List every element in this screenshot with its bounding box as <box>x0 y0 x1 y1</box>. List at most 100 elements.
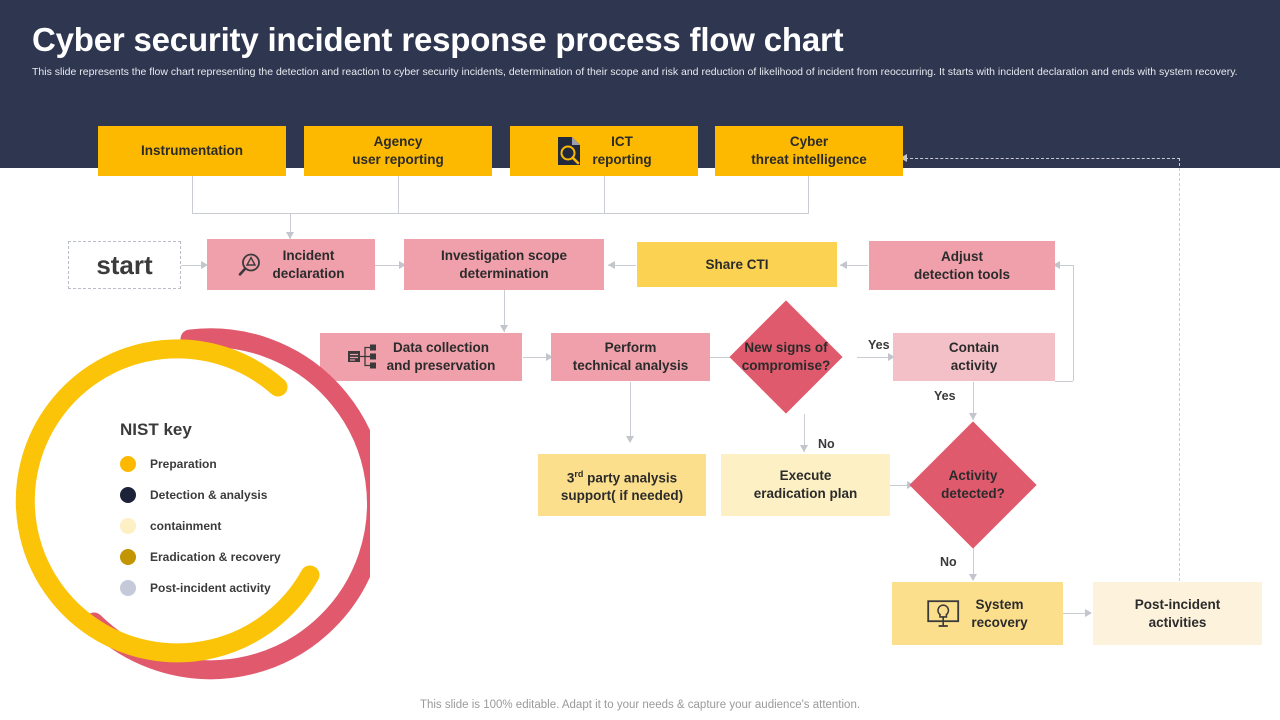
node-contain-line1: Contain <box>948 340 1000 355</box>
node-thirdparty-line1: 3rd party analysis <box>566 468 678 486</box>
arrow-adjust-to-sharecti <box>840 260 847 269</box>
decision-activitydetected-line1: Activity <box>948 468 998 483</box>
decision-activitydetected-line2: detected? <box>941 486 1005 501</box>
edge-label-no-compromise: No <box>818 437 835 451</box>
monitor-bulb-icon <box>927 599 961 629</box>
node-system-recovery[interactable]: System recovery <box>892 582 1063 645</box>
connector-ict-down <box>604 176 605 214</box>
node-investigation-line2: determination <box>459 265 549 281</box>
legend-item-containment[interactable]: containment <box>120 518 350 534</box>
arrow-bus-to-incident <box>285 232 294 239</box>
server-network-icon <box>347 343 379 371</box>
arrow-contain-to-detected <box>968 413 977 420</box>
magnifier-alert-icon <box>237 252 263 278</box>
arrow-detected-to-recovery <box>968 574 977 581</box>
connector-source-bus <box>192 213 809 214</box>
node-cti-line2: threat intelligence <box>751 152 867 167</box>
connector-diamond-no-down <box>804 414 805 452</box>
node-cyber-threat-intelligence[interactable]: Cyber threat intelligence <box>715 126 903 176</box>
node-technical-analysis[interactable]: Perform technical analysis <box>551 333 710 381</box>
connector-feedback-horizontal <box>905 158 1180 159</box>
legend-title: NIST key <box>120 420 192 439</box>
edge-label-no-detected: No <box>940 555 957 569</box>
arrow-diamond-yes-contain <box>888 352 895 361</box>
connector-diamond-yes-contain <box>857 357 893 358</box>
node-adjust-detection-tools[interactable]: Adjust detection tools <box>869 241 1055 290</box>
connector-sharecti-to-investigation <box>608 265 636 266</box>
node-recovery-line2: recovery <box>971 614 1028 630</box>
connector-bus-left <box>192 213 291 214</box>
arrow-recovery-to-post <box>1085 608 1092 617</box>
node-execute-eradication-plan[interactable]: Execute eradication plan <box>721 454 890 516</box>
edge-label-yes-compromise: Yes <box>868 338 890 352</box>
node-investigation-scope[interactable]: Investigation scope determination <box>404 239 604 290</box>
connector-datacollection-to-analysis <box>523 357 549 358</box>
start-label: start <box>96 249 153 280</box>
node-post-line1: Post-incident <box>1134 596 1221 612</box>
arrow-investigation-to-datacollection <box>499 325 508 332</box>
node-agency-line2: user reporting <box>352 152 444 167</box>
node-adjust-line1: Adjust <box>941 248 983 264</box>
legend-item-preparation[interactable]: Preparation <box>120 456 350 472</box>
node-post-incident-activities[interactable]: Post-incident activities <box>1093 582 1262 645</box>
connector-agency-down <box>398 176 399 214</box>
node-cti-line1: Cyber <box>789 134 829 149</box>
decision-newsigns-line2: compromise? <box>741 358 831 373</box>
node-instrumentation[interactable]: Instrumentation <box>98 126 286 176</box>
node-investigation-line1: Investigation scope <box>440 247 568 263</box>
legend-item-detection-analysis[interactable]: Detection & analysis <box>120 487 350 503</box>
connector-contain-down <box>973 382 974 420</box>
node-contain-line2: activity <box>950 358 998 373</box>
arrow-diamond-no-eradication <box>799 445 808 452</box>
connector-investigation-down <box>504 290 505 332</box>
node-incident-declaration[interactable]: Incident declaration <box>207 239 375 290</box>
node-thirdparty-line2: support( if needed) <box>560 488 684 504</box>
connector-eradication-to-detected <box>890 485 912 486</box>
edge-label-yes-contain: Yes <box>934 389 956 403</box>
decision-activity-detected[interactable]: Activity detected? <box>909 421 1037 549</box>
node-recovery-line1: System <box>975 596 1024 612</box>
node-ict-line1: ICT <box>611 134 633 149</box>
arrow-start-to-incident <box>201 260 208 269</box>
node-share-cti-label: Share CTI <box>705 256 769 272</box>
node-share-cti[interactable]: Share CTI <box>637 242 837 287</box>
node-third-party-analysis[interactable]: 3rd party analysis support( if needed) <box>538 454 706 516</box>
node-adjust-line2: detection tools <box>913 266 1010 282</box>
decision-newsigns-line1: New signs of <box>744 340 828 355</box>
node-analysis-line2: technical analysis <box>572 358 689 373</box>
arrow-incident-to-investigation <box>399 260 406 269</box>
document-search-icon <box>556 136 582 166</box>
decision-new-signs-of-compromise[interactable]: New signs of compromise? <box>729 300 843 414</box>
node-ict-reporting[interactable]: ICT reporting <box>510 126 698 176</box>
legend-swatch-detection-analysis <box>120 487 136 503</box>
legend-swatch-preparation <box>120 456 136 472</box>
nist-key-legend: NIST key Preparation Detection & analysi… <box>120 420 350 611</box>
nist-key-rings <box>10 325 370 685</box>
node-ict-line2: reporting <box>592 152 652 167</box>
legend-item-eradication-recovery[interactable]: Eradication & recovery <box>120 549 350 565</box>
connector-start-to-incident <box>181 265 203 266</box>
legend-label-containment: containment <box>150 519 222 533</box>
arrow-analysis-to-thirdparty <box>625 436 634 443</box>
connector-adjust-to-sharecti <box>840 265 868 266</box>
node-eradication-line1: Execute <box>779 468 832 483</box>
start-node[interactable]: start <box>68 241 181 289</box>
legend-label-preparation: Preparation <box>150 457 217 471</box>
legend-swatch-containment <box>120 518 136 534</box>
arrow-sharecti-to-investigation <box>608 260 615 269</box>
connector-loop-to-adjust <box>1058 265 1074 266</box>
connector-analysis-down <box>630 382 631 442</box>
node-agency-user-reporting[interactable]: Agency user reporting <box>304 126 492 176</box>
node-data-collection[interactable]: Data collection and preservation <box>320 333 522 381</box>
connector-recovery-to-post <box>1063 613 1090 614</box>
connector-contain-right <box>1055 381 1073 382</box>
connector-analysis-to-diamond <box>710 357 738 358</box>
arrow-feedback-to-cti <box>900 153 907 162</box>
node-agency-line1: Agency <box>373 134 423 149</box>
legend-label-detection-analysis: Detection & analysis <box>150 488 268 502</box>
legend-swatch-post-incident-activity <box>120 580 136 596</box>
connector-cti-down <box>808 176 809 214</box>
legend-item-post-incident-activity[interactable]: Post-incident activity <box>120 580 350 596</box>
node-contain-activity[interactable]: Contain activity <box>893 333 1055 381</box>
